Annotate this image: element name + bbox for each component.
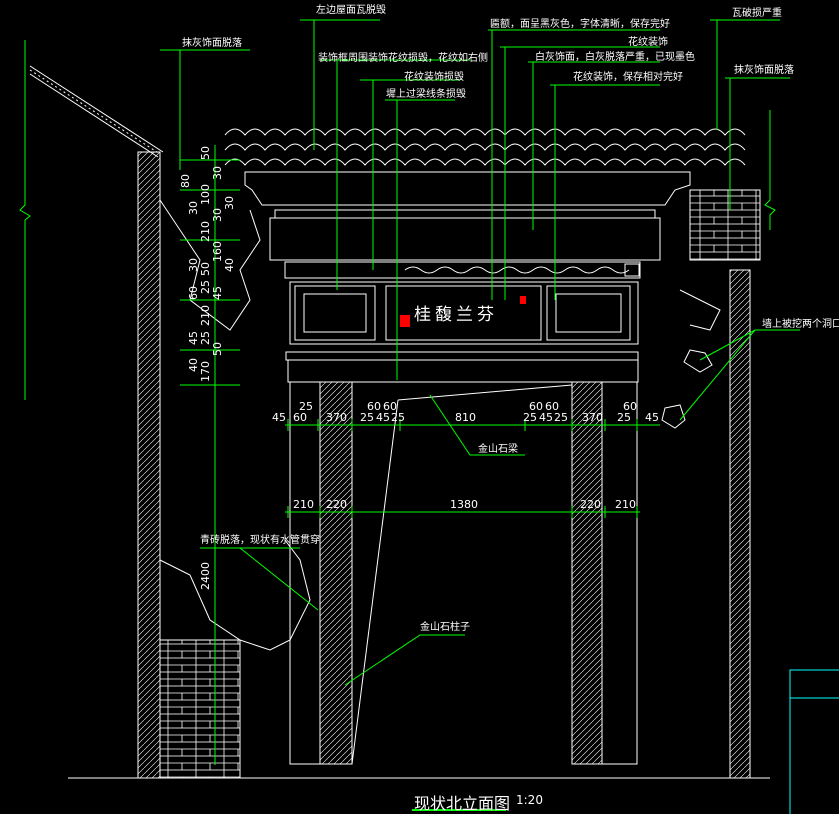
- dim-h1-18: 45: [645, 411, 659, 424]
- annotation-roof-tiles-damaged: 左边屋面瓦脱毁: [316, 5, 386, 16]
- dim-h1-14: 25: [554, 411, 568, 424]
- title-block-edge: [789, 669, 839, 814]
- annotation-frame-pattern-damaged: 装饰框周围装饰花纹损毁，花纹如右侧: [318, 53, 488, 64]
- dim-v-6: 30: [223, 196, 236, 210]
- dim-v-16: 45: [187, 331, 200, 345]
- dim-h1-2: 25: [299, 400, 313, 413]
- dim-v-4: 30: [187, 201, 200, 215]
- dim-h1-12: 25: [523, 411, 537, 424]
- annotation-plaster-left: 抹灰饰面脱落: [182, 38, 242, 49]
- dim-h1-13: 45: [539, 411, 553, 424]
- dim-v-3: 100: [199, 184, 212, 205]
- dim-v-7: 210: [199, 221, 212, 242]
- dim-v-1: 30: [211, 166, 224, 180]
- wall-hole-2: [661, 404, 686, 429]
- dim-h1-10: 60: [529, 400, 543, 413]
- dim-h2-1: 220: [326, 498, 347, 511]
- dim-h1-4: 60: [367, 400, 381, 413]
- dim-h1-17: 25: [617, 411, 631, 424]
- decorative-band: [404, 263, 640, 277]
- dim-v-17: 25: [199, 331, 212, 345]
- dim-v-11: 40: [223, 258, 236, 272]
- dim-h1-8: 25: [391, 411, 405, 424]
- stone-columns: [289, 381, 638, 765]
- dim-h1-15: 370: [582, 411, 603, 424]
- annotation-pattern-damaged: 花纹装饰损毁: [404, 72, 464, 83]
- dim-v-2: 80: [179, 174, 192, 188]
- dim-h1-1: 60: [293, 411, 307, 424]
- annotation-tiles-broken: 瓦破损严重: [732, 8, 782, 19]
- dim-v-18: 50: [211, 342, 224, 356]
- right-wall: [661, 189, 761, 779]
- dim-v-15: 210: [199, 305, 212, 326]
- annotation-pattern-intact: 花纹装饰，保存相对完好: [573, 72, 683, 83]
- annotation-wall-holes: 墙上被挖两个洞口: [762, 319, 839, 330]
- dim-h2-4: 210: [615, 498, 636, 511]
- dim-h1-6: 25: [360, 411, 374, 424]
- stone-lintel: [285, 351, 639, 383]
- annotation-stone-beam: 金山石梁: [478, 444, 518, 455]
- dim-h2-2: 1380: [450, 498, 478, 511]
- dim-h1-11: 60: [545, 400, 559, 413]
- annotation-lintel-line-damaged: 墀上过梁线条损毁: [386, 89, 466, 100]
- dim-v-5: 30: [211, 208, 224, 222]
- dim-h1-16: 60: [623, 400, 637, 413]
- annotation-brick-pipe: 青砖脱落，现状有水管贯穿: [200, 535, 320, 546]
- wall-hole-1: [683, 349, 713, 373]
- plaque-frames: [289, 281, 639, 345]
- drawing-scale: 1:20: [516, 793, 543, 807]
- drawing-title: 现状北立面图: [414, 794, 511, 813]
- cornice: [244, 171, 691, 279]
- dimension-ticks: [287, 419, 638, 518]
- dim-v-13: 25: [199, 280, 212, 294]
- dim-h2-0: 210: [293, 498, 314, 511]
- annotation-lime-finish: 白灰饰面，白灰脱落严重，已现墨色: [535, 52, 695, 63]
- dim-h2-3: 220: [580, 498, 601, 511]
- dim-v-8: 160: [211, 241, 224, 262]
- roof-tiles: [224, 128, 746, 166]
- dim-v-14: 45: [211, 286, 224, 300]
- annotation-stone-column: 金山石柱子: [420, 622, 470, 633]
- dim-v-19: 40: [187, 358, 200, 372]
- left-wall: [137, 151, 311, 779]
- dim-h1-7: 45: [376, 411, 390, 424]
- annotation-plaque-condition: 匾额，面呈黑灰色，字体清晰，保存完好: [490, 19, 670, 30]
- dim-h1-9: 810: [455, 411, 476, 424]
- dim-v-10: 50: [199, 262, 212, 276]
- dim-v-0: 50: [199, 146, 212, 160]
- dimension-lines: [160, 19, 800, 765]
- annotation-pattern-decoration: 花纹装饰: [628, 37, 668, 48]
- plaque-inscription: 桂馥兰芬: [414, 305, 498, 325]
- dim-h1-0: 45: [272, 411, 286, 424]
- annotation-plaster-right: 抹灰饰面脱落: [734, 65, 794, 76]
- dim-h1-3: 370: [326, 411, 347, 424]
- dim-v-20: 170: [199, 361, 212, 382]
- roof-slope-left: [29, 65, 164, 158]
- dim-v-main: 2400: [199, 562, 212, 590]
- dim-h1-5: 60: [383, 400, 397, 413]
- break-symbols: [19, 40, 776, 400]
- dim-v-12: 60: [187, 286, 200, 300]
- dim-v-9: 30: [187, 258, 200, 272]
